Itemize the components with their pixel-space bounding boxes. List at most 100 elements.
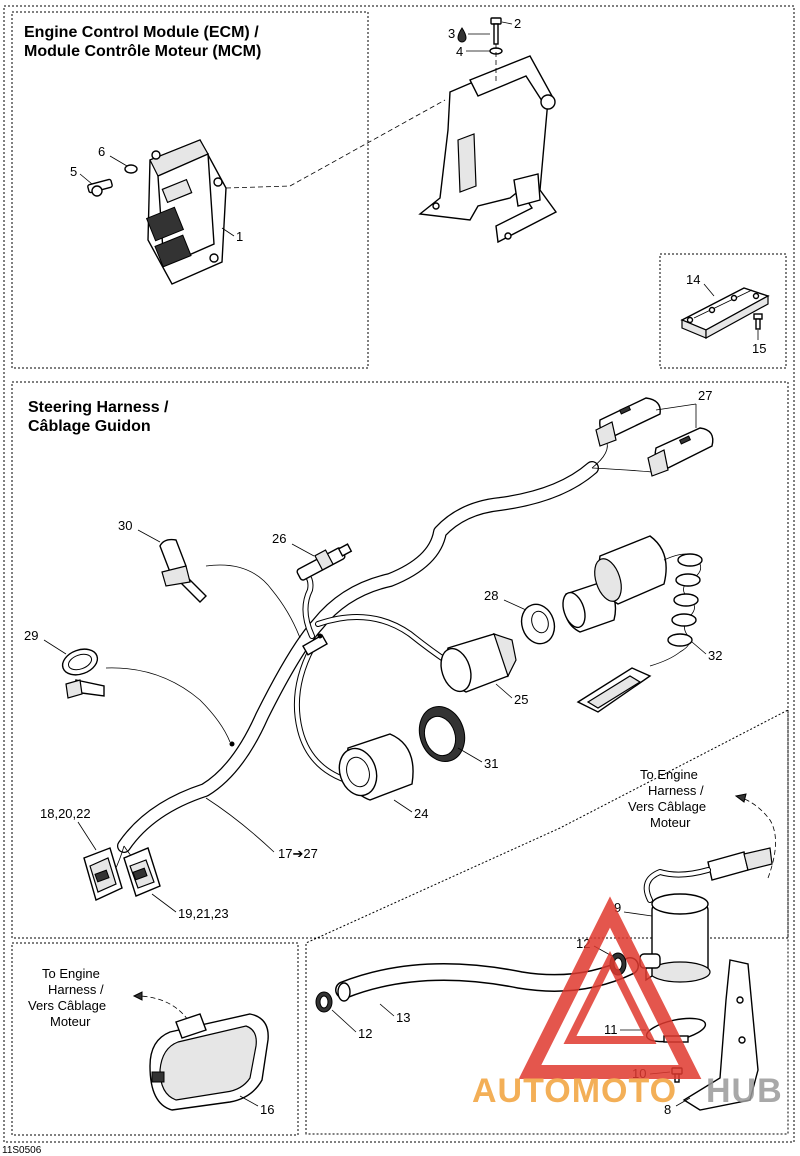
automotohub-watermark: AUTOMOTO HUB	[472, 896, 783, 1110]
connector-note-arrow	[139, 995, 189, 1021]
callout-1: 1	[236, 229, 243, 244]
callout-4: 4	[456, 44, 463, 59]
ecm-bracket	[418, 55, 558, 244]
watermark-text-right: HUB	[706, 1072, 783, 1110]
leader-26	[291, 543, 315, 557]
steering-frame	[11, 381, 789, 939]
clamp-plate-14	[680, 287, 770, 340]
heated-grip-24	[338, 733, 414, 801]
pump-note-line3: Vers Câblage	[628, 799, 706, 814]
outer-frame	[3, 5, 795, 1143]
pump-wire-inner	[644, 868, 710, 902]
switch-25	[440, 633, 517, 693]
pump-note-arrowhead	[734, 793, 747, 803]
connector-18-20-22	[83, 847, 123, 901]
leader-8	[675, 1097, 691, 1107]
drop-icon	[457, 27, 467, 43]
leader-6	[109, 155, 128, 167]
sensor-26	[296, 543, 353, 581]
callout-24: 24	[414, 806, 428, 821]
leader-17	[205, 797, 275, 853]
leader-30-to-harness	[205, 564, 301, 639]
clip-29	[61, 648, 105, 699]
washer-6	[124, 164, 138, 174]
callout-16: 16	[260, 1102, 274, 1117]
leader-32	[691, 641, 707, 655]
leader-30	[137, 529, 161, 543]
ecm-title-line1: Engine Control Module (ECM) /	[24, 24, 259, 41]
bolt-5	[87, 178, 113, 197]
leader-16	[239, 1095, 259, 1107]
callout-9: 9	[614, 900, 621, 915]
callout-17-27: 17➔27	[278, 846, 318, 861]
pump-bracket-8	[682, 959, 759, 1111]
throttle-housing	[562, 535, 667, 633]
callout-32: 32	[708, 648, 722, 663]
callout-15: 15	[752, 341, 766, 356]
connector-note-arrowhead	[132, 991, 143, 1001]
callout-6: 6	[98, 144, 105, 159]
leader-18	[77, 821, 97, 851]
clamp-12-left	[315, 991, 333, 1013]
bilge-pump-9	[639, 893, 711, 983]
hose-13	[335, 957, 639, 1002]
callout-5: 5	[70, 164, 77, 179]
connector-27-upper	[595, 397, 661, 447]
leader-13	[379, 1003, 395, 1017]
leader-19	[151, 893, 177, 913]
steering-title-line1: Steering Harness /	[28, 399, 169, 416]
callout-12-left: 12	[358, 1026, 372, 1041]
callout-19-21-23: 19,21,23	[178, 906, 229, 921]
leader-9	[623, 911, 653, 917]
steering-title-line2: Câblage Guidon	[28, 418, 151, 435]
pump-note-line1: To Engine	[640, 767, 698, 782]
pump-note-arrow	[741, 797, 776, 879]
callout-8: 8	[664, 1102, 671, 1117]
callout-11: 11	[604, 1022, 618, 1037]
leader-28	[503, 599, 527, 611]
callout-14: 14	[686, 272, 700, 287]
leader-24	[393, 799, 413, 813]
ecm-to-bracket-dash	[225, 99, 446, 189]
leader-29	[43, 639, 67, 655]
leader-1	[221, 227, 235, 237]
callout-13: 13	[396, 1010, 410, 1025]
ecm-module	[145, 139, 227, 285]
callout-25: 25	[514, 692, 528, 707]
clip-30	[159, 538, 207, 603]
connector-note-line3: Vers Câblage	[28, 998, 106, 1013]
screw-2	[490, 17, 502, 45]
coiled-cable-32	[576, 553, 703, 713]
ecm-title-line2: Module Contrôle Moteur (MCM)	[24, 43, 261, 60]
watermark-triangle-logo	[518, 896, 702, 1079]
leader-25	[495, 683, 513, 699]
leader-14	[703, 283, 715, 297]
leader-12-left	[331, 1009, 357, 1033]
washer-28	[520, 603, 556, 645]
connector-note-line2: Harness /	[48, 982, 104, 997]
pump-note-line4: Moteur	[650, 815, 691, 830]
callout-29: 29	[24, 628, 38, 643]
callout-28: 28	[484, 588, 498, 603]
callout-27: 27	[698, 388, 712, 403]
ecm-frame	[11, 11, 369, 369]
leader-2	[501, 21, 513, 25]
watermark-text-left: AUTOMOTO	[472, 1072, 677, 1110]
callout-31: 31	[484, 756, 498, 771]
connector-19-21-23	[123, 847, 161, 897]
figure-code: 11S0506	[2, 1145, 42, 1156]
pump-connector	[707, 847, 773, 881]
connector-note-line1: To Engine	[42, 966, 100, 981]
leader-31	[457, 747, 483, 763]
leader-29-to-harness	[105, 667, 231, 743]
callout-2: 2	[514, 16, 521, 31]
callout-26: 26	[272, 531, 286, 546]
watermark-triangle-inner	[563, 951, 657, 1044]
connector-16	[149, 1013, 269, 1111]
pump-note-line2: Harness /	[648, 783, 704, 798]
ring-31	[418, 706, 466, 762]
connector-note-line4: Moteur	[50, 1014, 91, 1029]
callout-3: 3	[448, 26, 455, 41]
steering-harness	[113, 439, 653, 873]
